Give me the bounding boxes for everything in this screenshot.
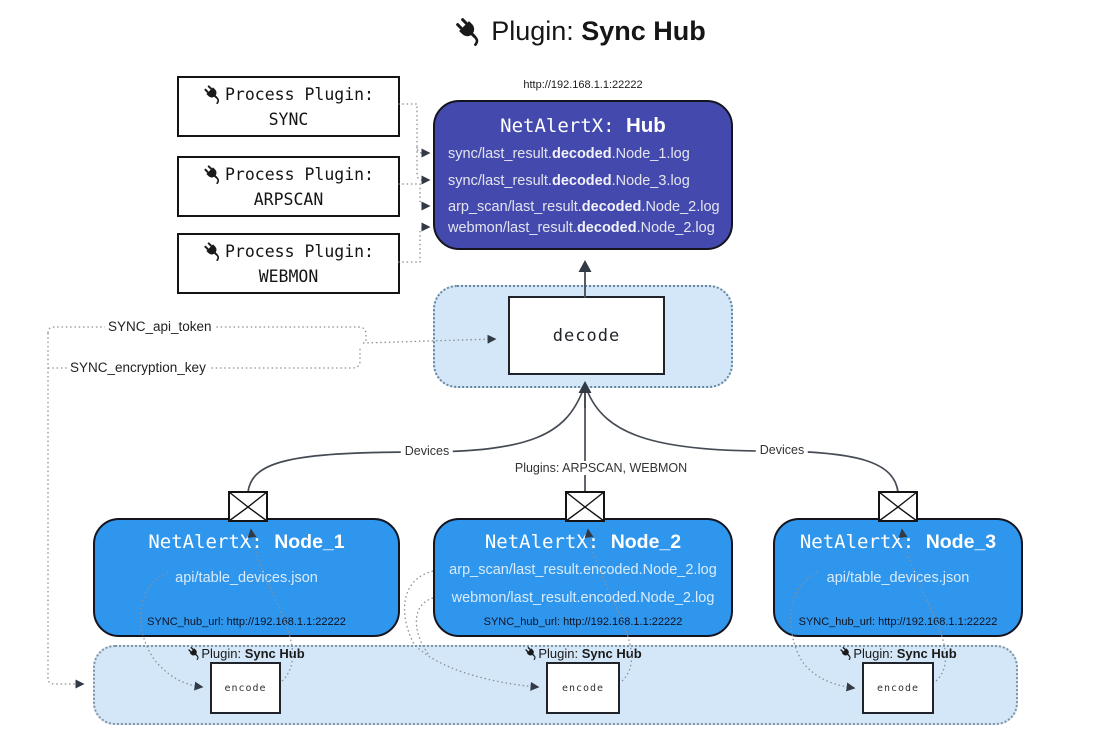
process-plugin-name: SYNC — [268, 109, 309, 129]
plug-icon — [203, 164, 223, 184]
hub-title-name: Hub — [625, 114, 666, 137]
node-file: webmon/last_result.encoded.Node_2.log — [451, 590, 715, 606]
plug-icon — [524, 646, 538, 660]
link-arpscan-to-hub — [398, 183, 431, 211]
process-plugin-label: Process Plugin: — [224, 241, 374, 261]
decode-box: decode — [508, 296, 665, 375]
encoder-label: Plugin: Sync Hub — [839, 646, 957, 661]
encoder-label: Plugin: Sync Hub — [187, 646, 305, 661]
plug-icon — [187, 646, 201, 660]
hub-title: NetAlertX: Hub — [435, 114, 731, 138]
node-1-box: NetAlertX: Node_1 api/table_devices.json… — [93, 518, 400, 637]
hub-log-line: arp_scan/last_result.decoded.Node_2.log — [448, 199, 720, 215]
plug-icon — [839, 646, 853, 660]
node-title: NetAlertX: Node_2 — [484, 531, 682, 553]
node-2-box: NetAlertX: Node_2 arp_scan/last_result.e… — [433, 518, 733, 637]
edge-devices-left — [247, 389, 584, 493]
link-settings-to-band — [47, 333, 85, 689]
edge-label-plugins-center: Plugins: ARPSCAN, WEBMON — [510, 461, 692, 475]
envelope-icon — [878, 491, 918, 522]
edge-label-devices-left: Devices — [400, 444, 454, 458]
node-file: arp_scan/last_result.encoded.Node_2.log — [449, 562, 717, 578]
process-plugin-name: WEBMON — [258, 266, 319, 286]
hub-log-line: sync/last_result.decoded.Node_3.log — [448, 173, 690, 189]
hub-log-line: webmon/last_result.decoded.Node_2.log — [448, 220, 715, 236]
node-title: NetAlertX: Node_3 — [799, 531, 997, 553]
encode-box: encode — [210, 662, 281, 714]
hub-title-prefix: NetAlertX: — [500, 115, 615, 137]
process-plugin-label: Process Plugin: — [224, 164, 374, 184]
plug-icon — [203, 241, 223, 261]
link-sync-to-hub-1 — [398, 103, 431, 158]
envelope-icon — [228, 491, 268, 522]
node-file: api/table_devices.json — [826, 570, 970, 586]
process-plugin-arpscan: Process Plugin: ARPSCAN — [177, 156, 400, 217]
encode-box: encode — [862, 662, 934, 714]
page-title: Plugin: Sync Hub — [43, 16, 1117, 47]
node-hub-url: SYNC_hub_url: http://192.168.1.1:22222 — [483, 616, 683, 628]
link-webmon-to-hub — [398, 222, 431, 263]
sync-encryption-key-label: SYNC_encryption_key — [67, 360, 209, 375]
process-plugin-name: ARPSCAN — [253, 189, 324, 209]
link-sync-to-hub-2 — [416, 147, 431, 185]
edge-devices-right — [586, 389, 899, 493]
process-plugin-webmon: Process Plugin: WEBMON — [177, 233, 400, 294]
sync-api-token-label: SYNC_api_token — [105, 319, 215, 334]
plug-icon — [203, 84, 223, 104]
edge-label-devices-right: Devices — [755, 443, 809, 457]
node-hub-url: SYNC_hub_url: http://192.168.1.1:22222 — [798, 616, 998, 628]
hub-log-line: sync/last_result.decoded.Node_1.log — [448, 146, 690, 162]
encoder-label: Plugin: Sync Hub — [524, 646, 642, 661]
process-plugin-sync: Process Plugin: SYNC — [177, 76, 400, 137]
encode-box: encode — [546, 662, 620, 714]
page-title-name: Sync Hub — [581, 16, 706, 46]
page-title-prefix: Plugin: — [491, 16, 574, 46]
node-file: api/table_devices.json — [175, 570, 318, 586]
node-title: NetAlertX: Node_1 — [148, 531, 345, 553]
process-plugin-label: Process Plugin: — [224, 84, 374, 104]
envelope-icon — [565, 491, 605, 522]
hub-url: http://192.168.1.1:22222 — [523, 79, 643, 91]
node-hub-url: SYNC_hub_url: http://192.168.1.1:22222 — [147, 616, 346, 628]
node-3-box: NetAlertX: Node_3 api/table_devices.json… — [773, 518, 1023, 637]
hub-box: NetAlertX: Hub sync/last_result.decoded.… — [433, 100, 733, 250]
plug-icon — [454, 16, 484, 46]
